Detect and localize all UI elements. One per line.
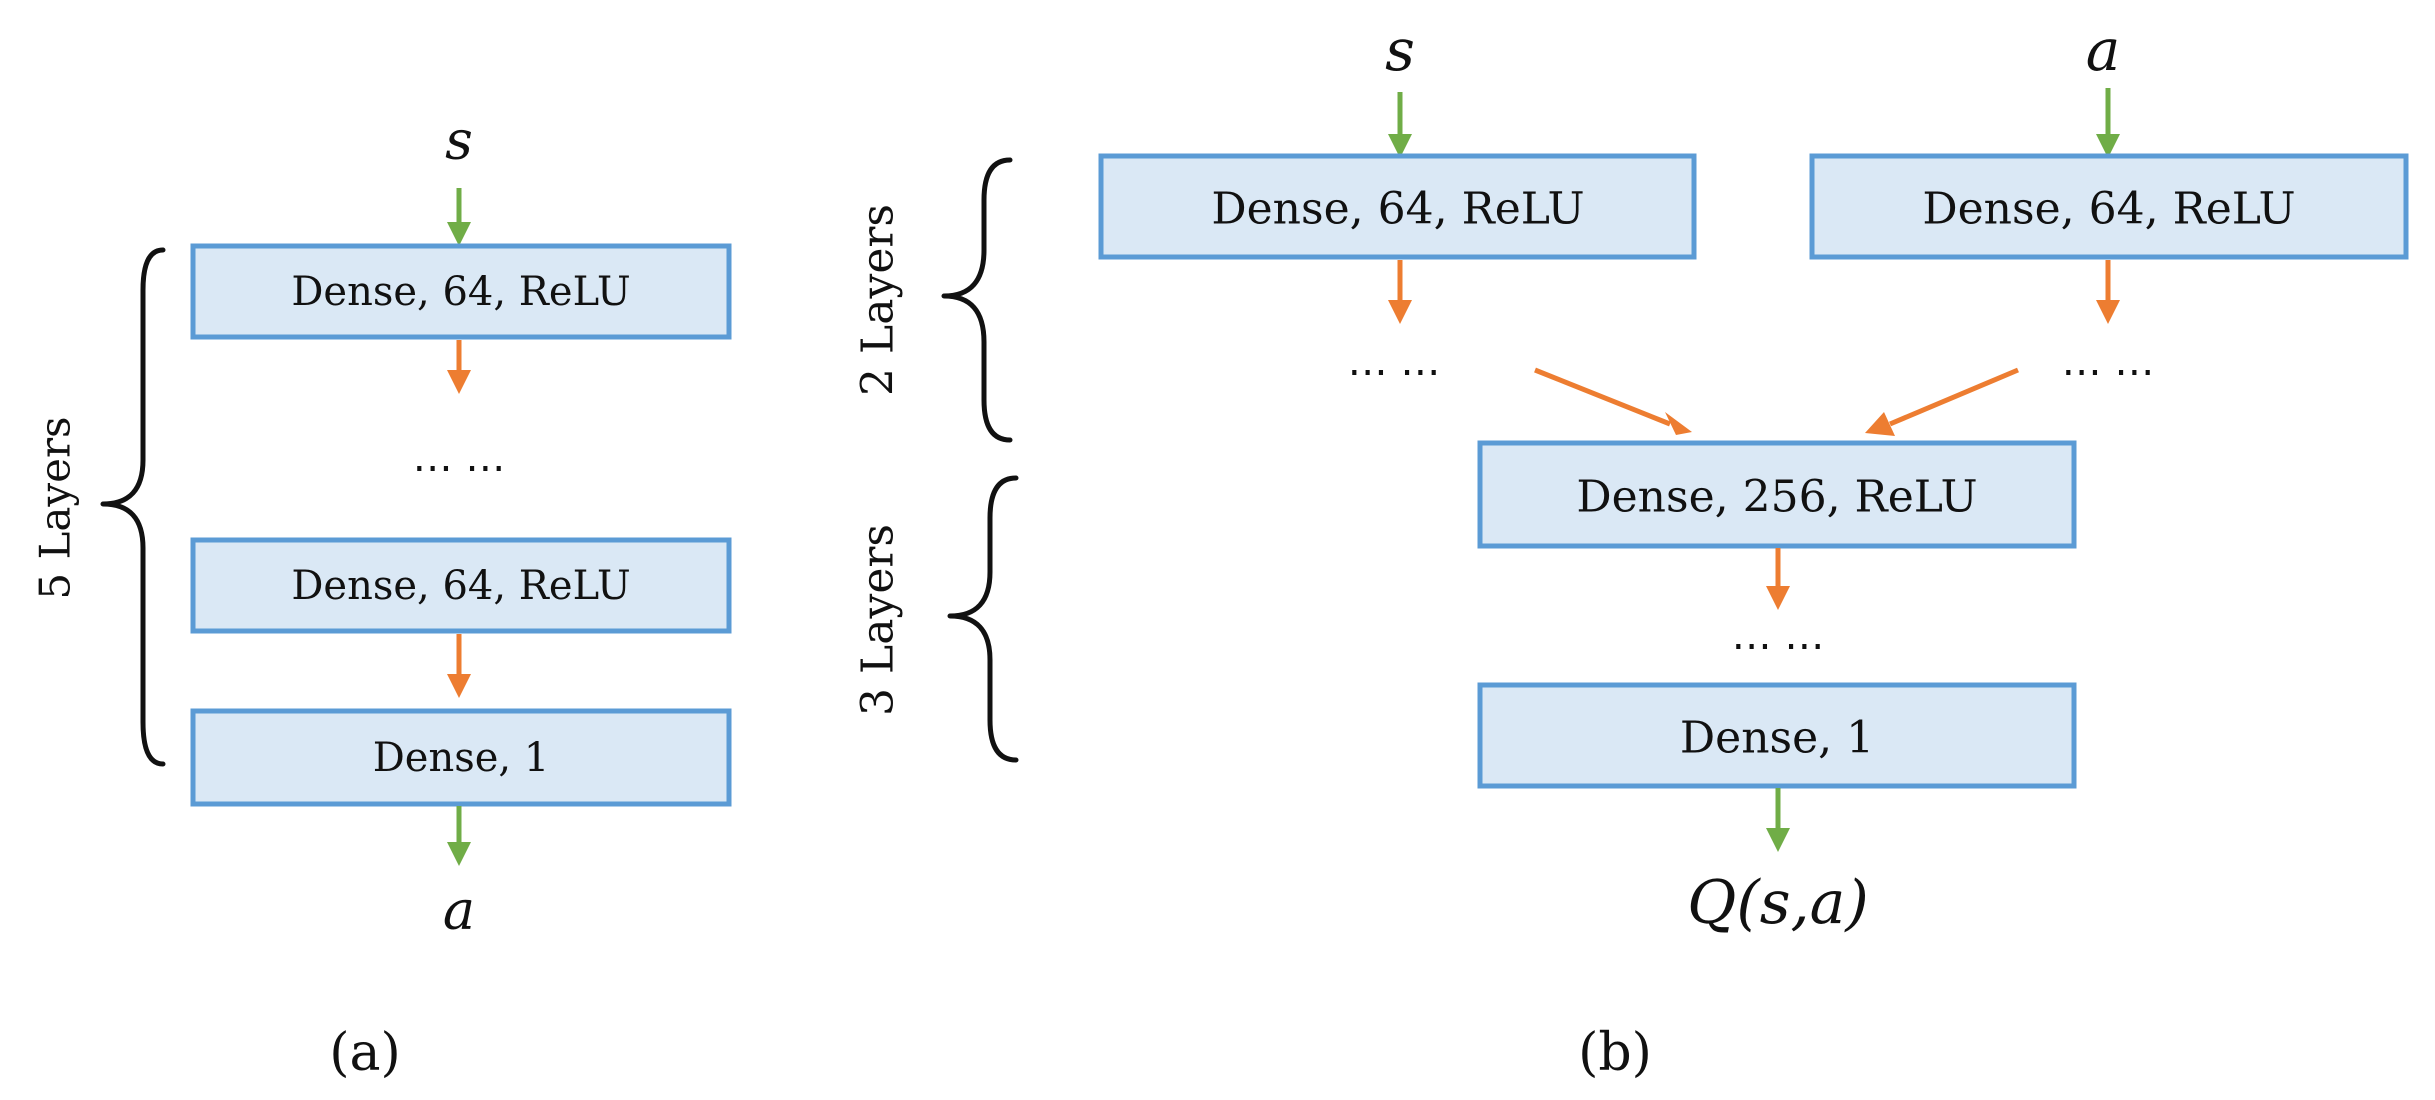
panel-b-input-a-label: a xyxy=(2086,16,2121,84)
panel-b-arrow-s-down xyxy=(1388,260,1412,324)
panel-b-output-arrow xyxy=(1766,788,1790,852)
panel-a-brace xyxy=(100,247,166,767)
panel-b-box-a-label: Dense, 64, ReLU xyxy=(1922,184,2295,235)
panel-b-box-out-label: Dense, 1 xyxy=(1680,713,1874,764)
panel-a-box3-label: Dense, 1 xyxy=(373,735,550,781)
panel-a-dense-64-top: Dense, 64, ReLU xyxy=(190,243,732,340)
panel-b-merge-arrow-left xyxy=(1534,367,1692,435)
panel-a-dense-1: Dense, 1 xyxy=(190,708,732,807)
panel-a: s Dense, 64, ReLU … … Dense, 64, ReLU De… xyxy=(31,109,732,1083)
panel-a-input-label: s xyxy=(445,109,473,172)
panel-b-ellipsis-s: … … xyxy=(1348,339,1441,385)
panel-b-brace-bottom-label: 3 Layers xyxy=(853,524,904,716)
panel-b-box-merge-label: Dense, 256, ReLU xyxy=(1576,472,1977,523)
panel-b-dense-64-s: Dense, 64, ReLU xyxy=(1098,153,1697,260)
panel-a-box2-label: Dense, 64, ReLU xyxy=(291,563,630,609)
panel-a-output-label: a xyxy=(443,879,475,942)
panel-a-arrow-2 xyxy=(447,634,471,698)
panel-b-brace-top-label: 2 Layers xyxy=(853,204,904,396)
panel-a-box1-label: Dense, 64, ReLU xyxy=(291,269,630,315)
panel-b-input-a-arrow xyxy=(2096,88,2120,158)
panel-a-arrow-1 xyxy=(447,340,471,394)
panel-a-output-arrow xyxy=(447,806,471,866)
panel-b-arrow-a-down xyxy=(2096,260,2120,324)
panel-b-merge-arrow-right xyxy=(1865,367,2019,436)
panel-b-input-s-arrow xyxy=(1388,92,1412,158)
panel-b: s a Dense, 64, ReLU Dense, 64, ReLU … … xyxy=(853,16,2409,1083)
panel-b-ellipsis-merge: … … xyxy=(1732,613,1825,659)
panel-b-dense-256: Dense, 256, ReLU xyxy=(1477,440,2077,549)
panel-b-dense-1: Dense, 1 xyxy=(1477,682,2077,789)
panel-b-brace-bottom xyxy=(947,475,1019,763)
panel-a-dense-64-bottom: Dense, 64, ReLU xyxy=(190,537,732,634)
panel-a-input-arrow xyxy=(447,188,471,246)
panel-b-output-label: Q(s,a) xyxy=(1687,868,1869,938)
panel-b-box-s-label: Dense, 64, ReLU xyxy=(1211,184,1584,235)
panel-a-ellipsis: … … xyxy=(413,435,506,481)
panel-b-dense-64-a: Dense, 64, ReLU xyxy=(1809,153,2409,260)
panel-b-arrow-merge-down xyxy=(1766,548,1790,610)
panel-a-brace-label: 5 Layers xyxy=(31,416,80,599)
panel-a-caption: (a) xyxy=(329,1023,401,1083)
panel-b-caption: (b) xyxy=(1578,1023,1652,1083)
panel-b-ellipsis-a: … … xyxy=(2062,339,2155,385)
panel-b-input-s-label: s xyxy=(1385,16,1415,84)
panel-b-brace-top xyxy=(941,157,1013,443)
